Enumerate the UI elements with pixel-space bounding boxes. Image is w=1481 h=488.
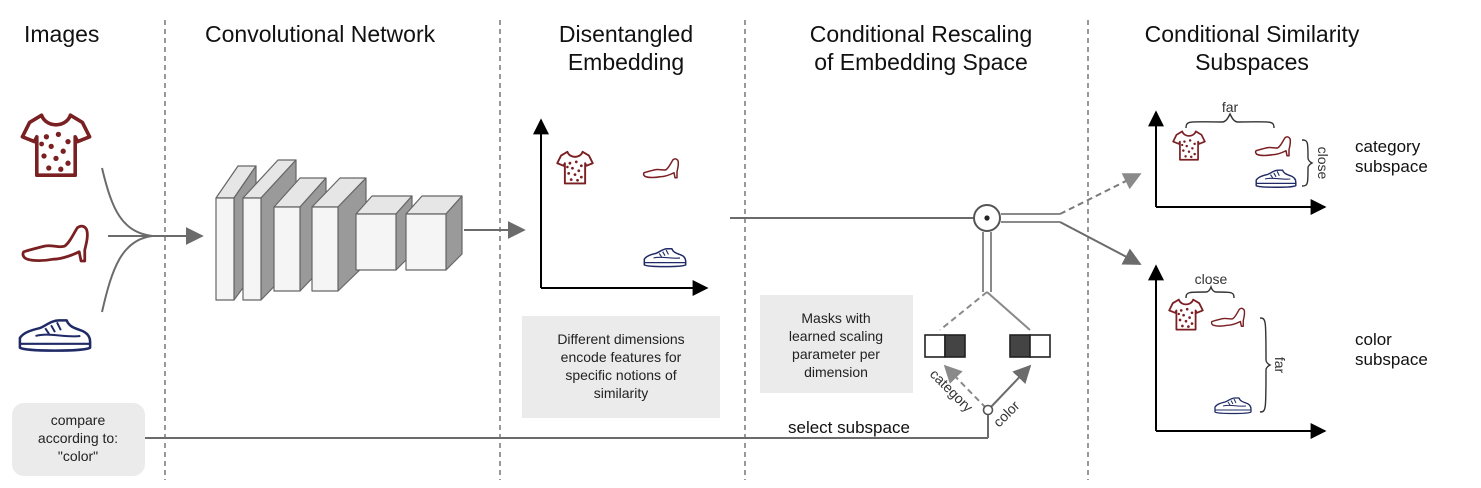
category-subspace-label-1: category [1355, 137, 1421, 156]
header-images: Images [24, 21, 99, 47]
category-subspace-label-2: subspace [1355, 157, 1428, 176]
tshirt-icon [20, 113, 92, 177]
category-sneaker-icon [1255, 169, 1297, 188]
embedding-sneaker-icon [643, 248, 687, 268]
compare-line-3: "color" [58, 448, 98, 464]
heel-shoe-icon [21, 224, 89, 263]
embedding-heel-icon [642, 158, 680, 179]
select-subspace-label: select subspace [788, 418, 910, 437]
embedding-tshirt-icon [556, 150, 594, 185]
header-conditional-subspaces-2: Subspaces [1195, 49, 1309, 75]
mask-note-line-1: Masks with [801, 310, 870, 326]
embedding-plot [533, 118, 709, 296]
sneaker-icon [18, 319, 92, 352]
compare-line-1: compare [51, 412, 106, 428]
mask-note-box [760, 295, 913, 393]
embedding-note-line-1: Different dimensions [557, 331, 684, 347]
header-disentangled-embedding: Disentangled [559, 21, 693, 47]
embedding-note-line-3: specific notions of [565, 367, 676, 383]
category-mask [924, 334, 966, 358]
category-close-label: close [1315, 147, 1331, 180]
subspace-selector [943, 364, 1032, 438]
mask-note-line-3: parameter per [792, 346, 880, 362]
color-subspace-plot [1148, 264, 1327, 439]
compare-condition-box [12, 403, 145, 476]
mask-note-line-4: dimension [804, 364, 868, 380]
mask-note-line-2: learned scaling [789, 328, 883, 344]
input-merge-connector [101, 167, 204, 313]
embedding-note-line-4: similarity [594, 385, 648, 401]
color-subspace-label-1: color [1355, 330, 1392, 349]
header-conditional-subspaces: Conditional Similarity [1145, 21, 1360, 47]
color-far-label: far [1272, 357, 1288, 374]
column-separators [164, 20, 1089, 480]
color-heel-icon [1210, 307, 1246, 327]
header-conditional-rescaling-2: of Embedding Space [814, 49, 1028, 75]
embedding-note-line-2: encode features for [561, 349, 682, 365]
category-far-label: far [1222, 99, 1239, 115]
color-sneaker-icon [1214, 397, 1252, 415]
header-convolutional-network: Convolutional Network [205, 21, 436, 47]
color-close-label: close [1195, 271, 1228, 287]
color-tshirt-icon [1168, 298, 1204, 331]
color-subspace-label-2: subspace [1355, 350, 1428, 369]
masks-to-operator-connector [939, 232, 1031, 331]
operator-to-subspaces-connector [1001, 173, 1142, 265]
header-conditional-rescaling: Conditional Rescaling [810, 21, 1032, 47]
convolutional-network-blocks [215, 159, 463, 301]
color-mask [1009, 334, 1051, 358]
embedding-note-box [522, 316, 720, 418]
header-disentangled-embedding-2: Embedding [568, 49, 684, 75]
category-subspace-plot [1148, 110, 1327, 215]
compare-line-2: according to: [38, 430, 118, 446]
category-tshirt-icon [1172, 130, 1206, 161]
category-heel-icon [1254, 136, 1292, 157]
